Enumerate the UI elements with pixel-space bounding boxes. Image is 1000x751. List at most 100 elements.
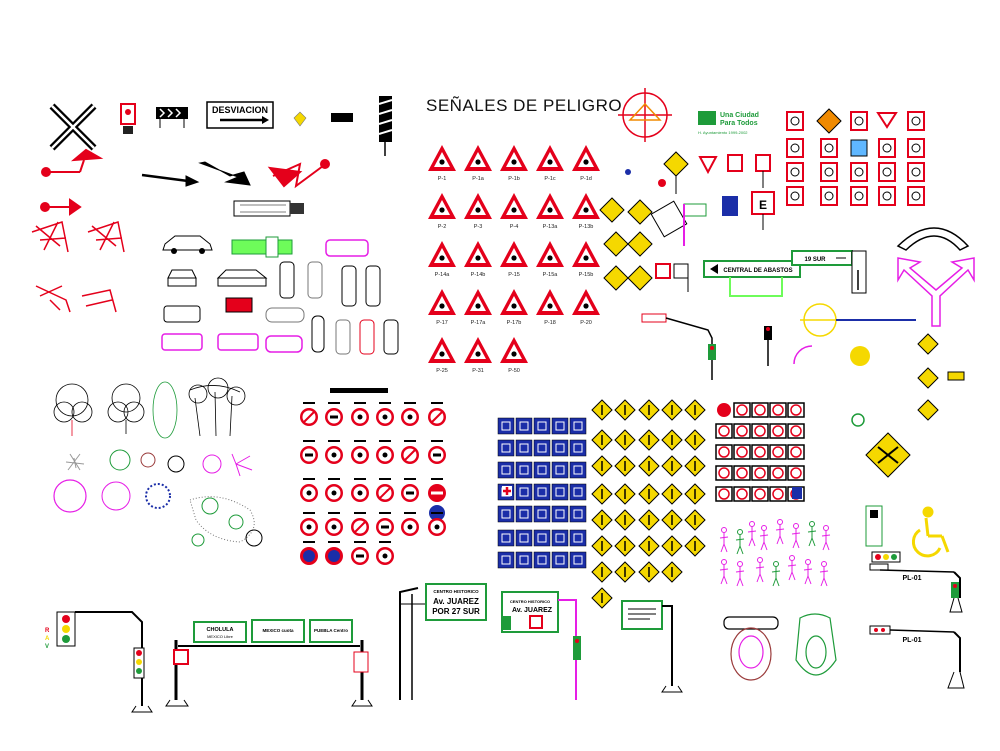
regulatory-small-icon [907, 186, 925, 206]
regulatory-circle-sign [401, 512, 419, 536]
danger-label: P-15 [508, 272, 520, 278]
regulatory-circle-sign [401, 478, 419, 502]
desviacion-label: DESVIACION [212, 105, 268, 115]
arch-fork-icons [896, 227, 975, 327]
danger-sign-P-1a: P-1a [464, 145, 492, 182]
toilet-icons [723, 613, 837, 681]
yellow-diamond-right-icons [851, 333, 965, 478]
juarez2-sign: CENTRO HISTORICO Av. JUAREZ [501, 591, 581, 700]
sur19-label: 19 SUR [804, 257, 826, 263]
juarez-sub: POR 27 SUR [432, 607, 480, 616]
regulatory-signs-top-right [786, 108, 925, 206]
regulatory-circle-sign [401, 402, 419, 426]
danger-label: P-14b [471, 272, 486, 278]
tree-icons [53, 377, 246, 439]
regulatory-small-icon [786, 111, 804, 131]
juarez2-av: Av. JUAREZ [512, 607, 553, 614]
regulatory-small-icon [850, 186, 868, 206]
traffic-light-pole-mid [641, 313, 772, 380]
regulatory-small-icon [850, 111, 868, 131]
pedestrian-icon [759, 525, 769, 551]
striped-post-icon [378, 96, 393, 156]
info-sign [497, 529, 515, 547]
info-sign [569, 417, 587, 435]
info-sign [515, 439, 533, 457]
red-arrow-icons [40, 148, 104, 216]
info-sign [515, 551, 533, 569]
danger-sign-P-17a: P-17a [464, 289, 492, 326]
info-sign [515, 505, 533, 523]
danger-label: P-13a [543, 224, 559, 230]
regulatory-circle-sign [300, 478, 318, 502]
regulatory-circle-sign [351, 512, 369, 536]
regulatory-circle-sign [300, 512, 318, 536]
regulatory-circle-sign [325, 541, 343, 565]
svg-text:V: V [45, 644, 49, 650]
info-sign [515, 483, 533, 501]
regulatory-small-icon [878, 138, 896, 158]
orange-diamond-icon [816, 108, 842, 134]
danger-sign-P-18: P-18 [536, 289, 564, 326]
right-traffic-devices: PL-01 PL-01 [865, 505, 965, 689]
truck-icon [233, 200, 304, 217]
info-sign [533, 505, 551, 523]
regulatory-circle-sign [325, 440, 343, 464]
gantry-cholula-sub: MEXICO Libre [207, 634, 234, 639]
wheelchair-icon [911, 506, 950, 558]
danger-label: P-50 [508, 368, 520, 374]
car-icons-row2 [167, 261, 381, 307]
info-sign [569, 439, 587, 457]
red-flag-arrow-icon [267, 159, 330, 189]
info-sign [551, 461, 569, 479]
juarez-title: CENTRO HISTORICO [433, 589, 479, 594]
danger-sign-P-13b: P-13b [572, 193, 600, 230]
pedestrian-icon [719, 527, 729, 553]
pedestrian-icon [791, 523, 801, 549]
danger-label: P-17b [507, 320, 522, 326]
pedestrian-figures [719, 519, 831, 587]
info-sign [497, 417, 515, 435]
pedestrian-icon [719, 559, 729, 585]
regulatory-circle-sign [376, 402, 394, 426]
pedestrian-icon [807, 521, 817, 547]
pedestrian-icon [775, 519, 785, 545]
info-sign [569, 483, 587, 501]
info-sign [515, 461, 533, 479]
info-sign [533, 461, 551, 479]
regulatory-small-icon [907, 111, 925, 131]
info-sign [569, 551, 587, 569]
city-logo-line1: Una Ciudad [720, 112, 759, 119]
info-sign [497, 551, 515, 569]
danger-label: P-17a [471, 320, 487, 326]
danger-label: P-1d [580, 176, 592, 182]
blue-square-icon [850, 139, 868, 157]
regulatory-small-icon [820, 138, 838, 158]
gantry-mexico: MEXICO cuota [262, 628, 294, 633]
stop-icon [717, 403, 731, 417]
danger-sign-P-3: P-3 [464, 193, 492, 230]
danger-sign-P-17b: P-17b [500, 289, 528, 326]
danger-sign-P-31: P-31 [464, 337, 492, 374]
regulatory-small-icon [786, 162, 804, 182]
juarez-overhead-sign: CENTRO HISTORICO Av. JUAREZ POR 27 SUR [399, 583, 487, 700]
yellow-diamond-icon [293, 111, 307, 127]
danger-sign-P-2: P-2 [428, 193, 456, 230]
car-icons-row3 [161, 297, 399, 355]
danger-label: P-31 [472, 368, 484, 374]
regulatory-circle-sign [351, 478, 369, 502]
danger-label: P-3 [474, 224, 483, 230]
danger-label: P-1a [472, 176, 485, 182]
info-sign [497, 439, 515, 457]
blue-square-small [792, 487, 802, 499]
danger-sign-P-25: P-25 [428, 337, 456, 374]
regulatory-circle-sign [300, 440, 318, 464]
danger-label: P-15a [543, 272, 559, 278]
info-sign [515, 529, 533, 547]
regulatory-circle-sign [428, 402, 446, 426]
yield-icon [876, 112, 898, 129]
regulatory-small-icon [786, 186, 804, 206]
danger-label: P-4 [510, 224, 519, 230]
